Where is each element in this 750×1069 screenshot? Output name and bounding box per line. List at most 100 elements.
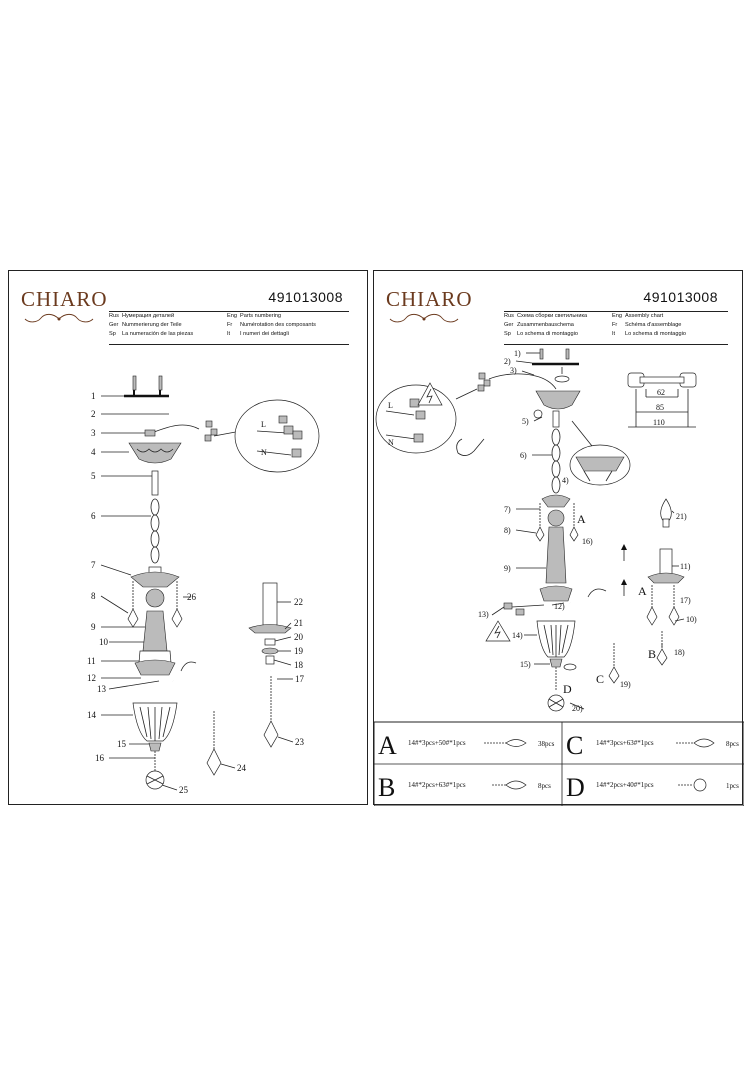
table-spec: 14#*3pcs+63#*1pcs [596, 739, 654, 747]
crystal-strand-icon [678, 778, 707, 792]
crystal-letter: D [563, 682, 572, 696]
wiring-callout: L N [213, 399, 320, 473]
step-label: 21) [676, 512, 687, 521]
candle-sleeve-icon [262, 582, 278, 626]
step-label: 7) [504, 505, 511, 514]
cup-ring-icon [563, 663, 577, 671]
crystal-letter: A [577, 512, 586, 526]
step-label: 13) [478, 610, 489, 619]
ceiling-bracket-icon [124, 375, 169, 398]
terminal-connector-icon [503, 602, 545, 616]
step-label: 10) [686, 615, 697, 624]
chain-icon [551, 428, 561, 494]
table-letter: B [378, 773, 395, 802]
table-spec: 14#*2pcs+40#*1pcs [596, 781, 654, 789]
part-number: 14 [87, 710, 97, 720]
crystal-letter: C [596, 672, 604, 686]
part-number: 11 [87, 656, 96, 666]
bobeche-icon [248, 624, 292, 634]
part-number: 6 [91, 511, 96, 521]
part-number: 19 [294, 646, 304, 656]
part-number: 24 [237, 763, 247, 773]
table-count: 1pcs [726, 782, 739, 790]
part-number: 21 [294, 618, 303, 628]
step-label: 9) [504, 564, 511, 573]
part-number: 12 [87, 673, 96, 683]
part-number: 26 [187, 592, 197, 602]
part-number: 23 [295, 737, 305, 747]
wire-label: N [261, 448, 267, 457]
crystal-ball-icon [145, 588, 165, 608]
rod-icon [552, 410, 560, 428]
part-number: 16 [95, 753, 105, 763]
lower-bowl-icon [539, 585, 573, 602]
header-rule-bottom [504, 344, 728, 345]
terminal-connector-icon [144, 420, 218, 442]
rod-icon [151, 470, 159, 496]
dimension-label: 110 [653, 418, 665, 427]
assembly-diagram: L N [374, 348, 744, 806]
part-number: 17 [295, 674, 305, 684]
part-number: 20 [294, 632, 304, 642]
part-number: 9 [91, 622, 96, 632]
step-label: 8) [504, 526, 511, 535]
socket-base-icon [265, 655, 275, 665]
part-number: 8 [91, 591, 96, 601]
finial-cap-icon [549, 658, 563, 668]
dimension-label: 62 [657, 388, 665, 397]
part-number: 2 [91, 409, 96, 419]
part-number: 3 [91, 428, 96, 438]
step-label: 6) [520, 451, 527, 460]
model-number: 491013008 [268, 289, 343, 305]
step-label: 20) [572, 704, 583, 713]
step-label: 5) [522, 417, 529, 426]
model-number: 491013008 [643, 289, 718, 305]
header-rule [504, 311, 728, 312]
table-count: 8pcs [726, 740, 739, 748]
table-letter: D [566, 773, 585, 802]
step-label: 18) [674, 648, 685, 657]
step-label: 19) [620, 680, 631, 689]
canopy-icon [128, 442, 182, 464]
brand-ornament-icon [24, 313, 94, 323]
electrical-hazard-icon [417, 382, 443, 406]
step-label: 12) [554, 602, 565, 611]
step-label: 16) [582, 537, 593, 546]
table-count: 8pcs [538, 782, 551, 790]
part-number: 7 [91, 560, 96, 570]
crystal-ball-icon [547, 509, 565, 527]
step-label: 3) [510, 366, 517, 375]
wire-label: L [388, 401, 393, 410]
brand-logo: CHIARO [21, 287, 108, 311]
wire-label: L [261, 420, 266, 429]
step-label: 2) [504, 357, 511, 366]
table-letter: C [566, 731, 583, 760]
crystal-letter: A [638, 584, 647, 598]
side-crystal-icon [127, 581, 183, 628]
crystal-strand-icon [492, 780, 527, 790]
parts-diagram: L N [87, 375, 320, 795]
column-icon [142, 610, 168, 652]
leader-lines [491, 352, 685, 710]
header-rule-bottom [109, 344, 349, 345]
dimension-label: 85 [656, 403, 664, 412]
header-rule [109, 311, 349, 312]
part-numbers: 1 2 3 4 5 6 7 8 9 10 11 12 13 14 15 16 1… [87, 391, 305, 795]
part-number: 22 [294, 597, 303, 607]
chain-icon [150, 498, 160, 564]
part-number: 1 [91, 391, 96, 401]
finial-cap-icon [148, 742, 162, 752]
part-number: 10 [99, 637, 109, 647]
bobeche-icon [647, 572, 685, 584]
side-crystal-icon [535, 503, 579, 542]
